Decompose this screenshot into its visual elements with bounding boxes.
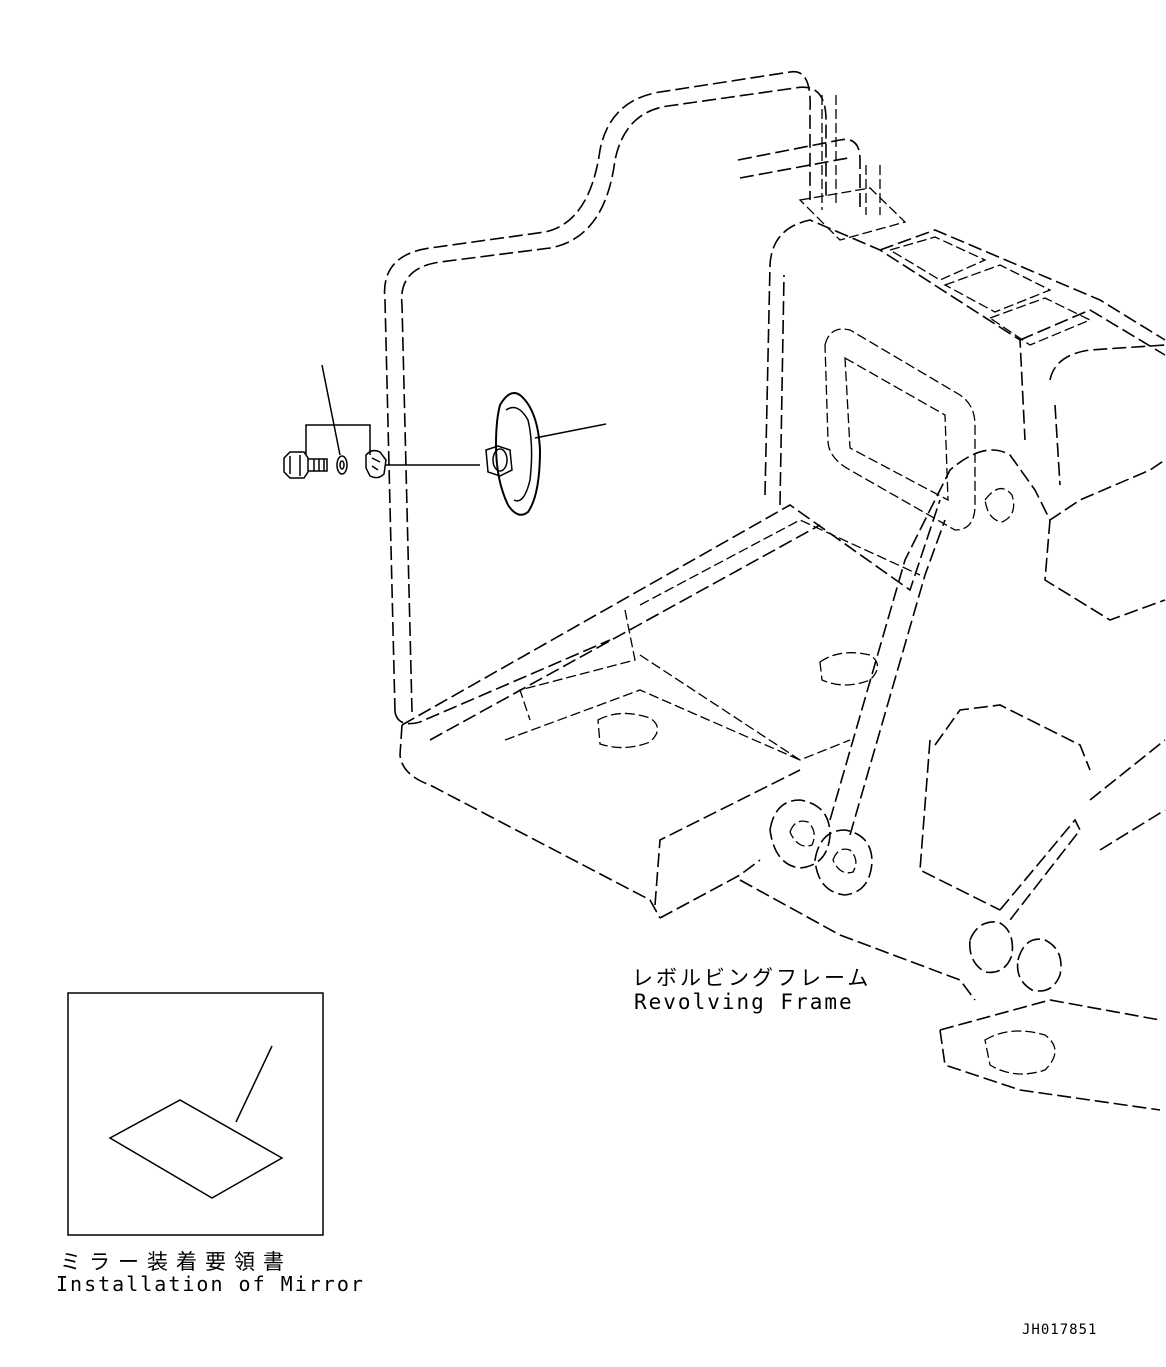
mirror-installation-label-en: Installation of Mirror bbox=[56, 1272, 365, 1296]
mirror bbox=[485, 392, 542, 516]
bolt bbox=[283, 451, 328, 479]
washer bbox=[336, 455, 348, 475]
side-panel-outline bbox=[764, 219, 1166, 531]
revolving-frame-outline bbox=[399, 499, 1161, 1111]
revolving-frame-label-jp: レボルビングフレーム bbox=[632, 966, 872, 990]
handrail-outline bbox=[383, 70, 907, 725]
leader-lines bbox=[305, 364, 607, 466]
bracket-clamp bbox=[365, 449, 387, 479]
drawing-number: JH017851 bbox=[1022, 1322, 1098, 1338]
mirror-installation-label-jp: ミラー装着要領書 bbox=[60, 1250, 292, 1274]
boom-bracket-outline bbox=[769, 449, 1166, 992]
revolving-frame-label-en: Revolving Frame bbox=[634, 990, 854, 1014]
installation-booklet-inset bbox=[67, 992, 324, 1236]
